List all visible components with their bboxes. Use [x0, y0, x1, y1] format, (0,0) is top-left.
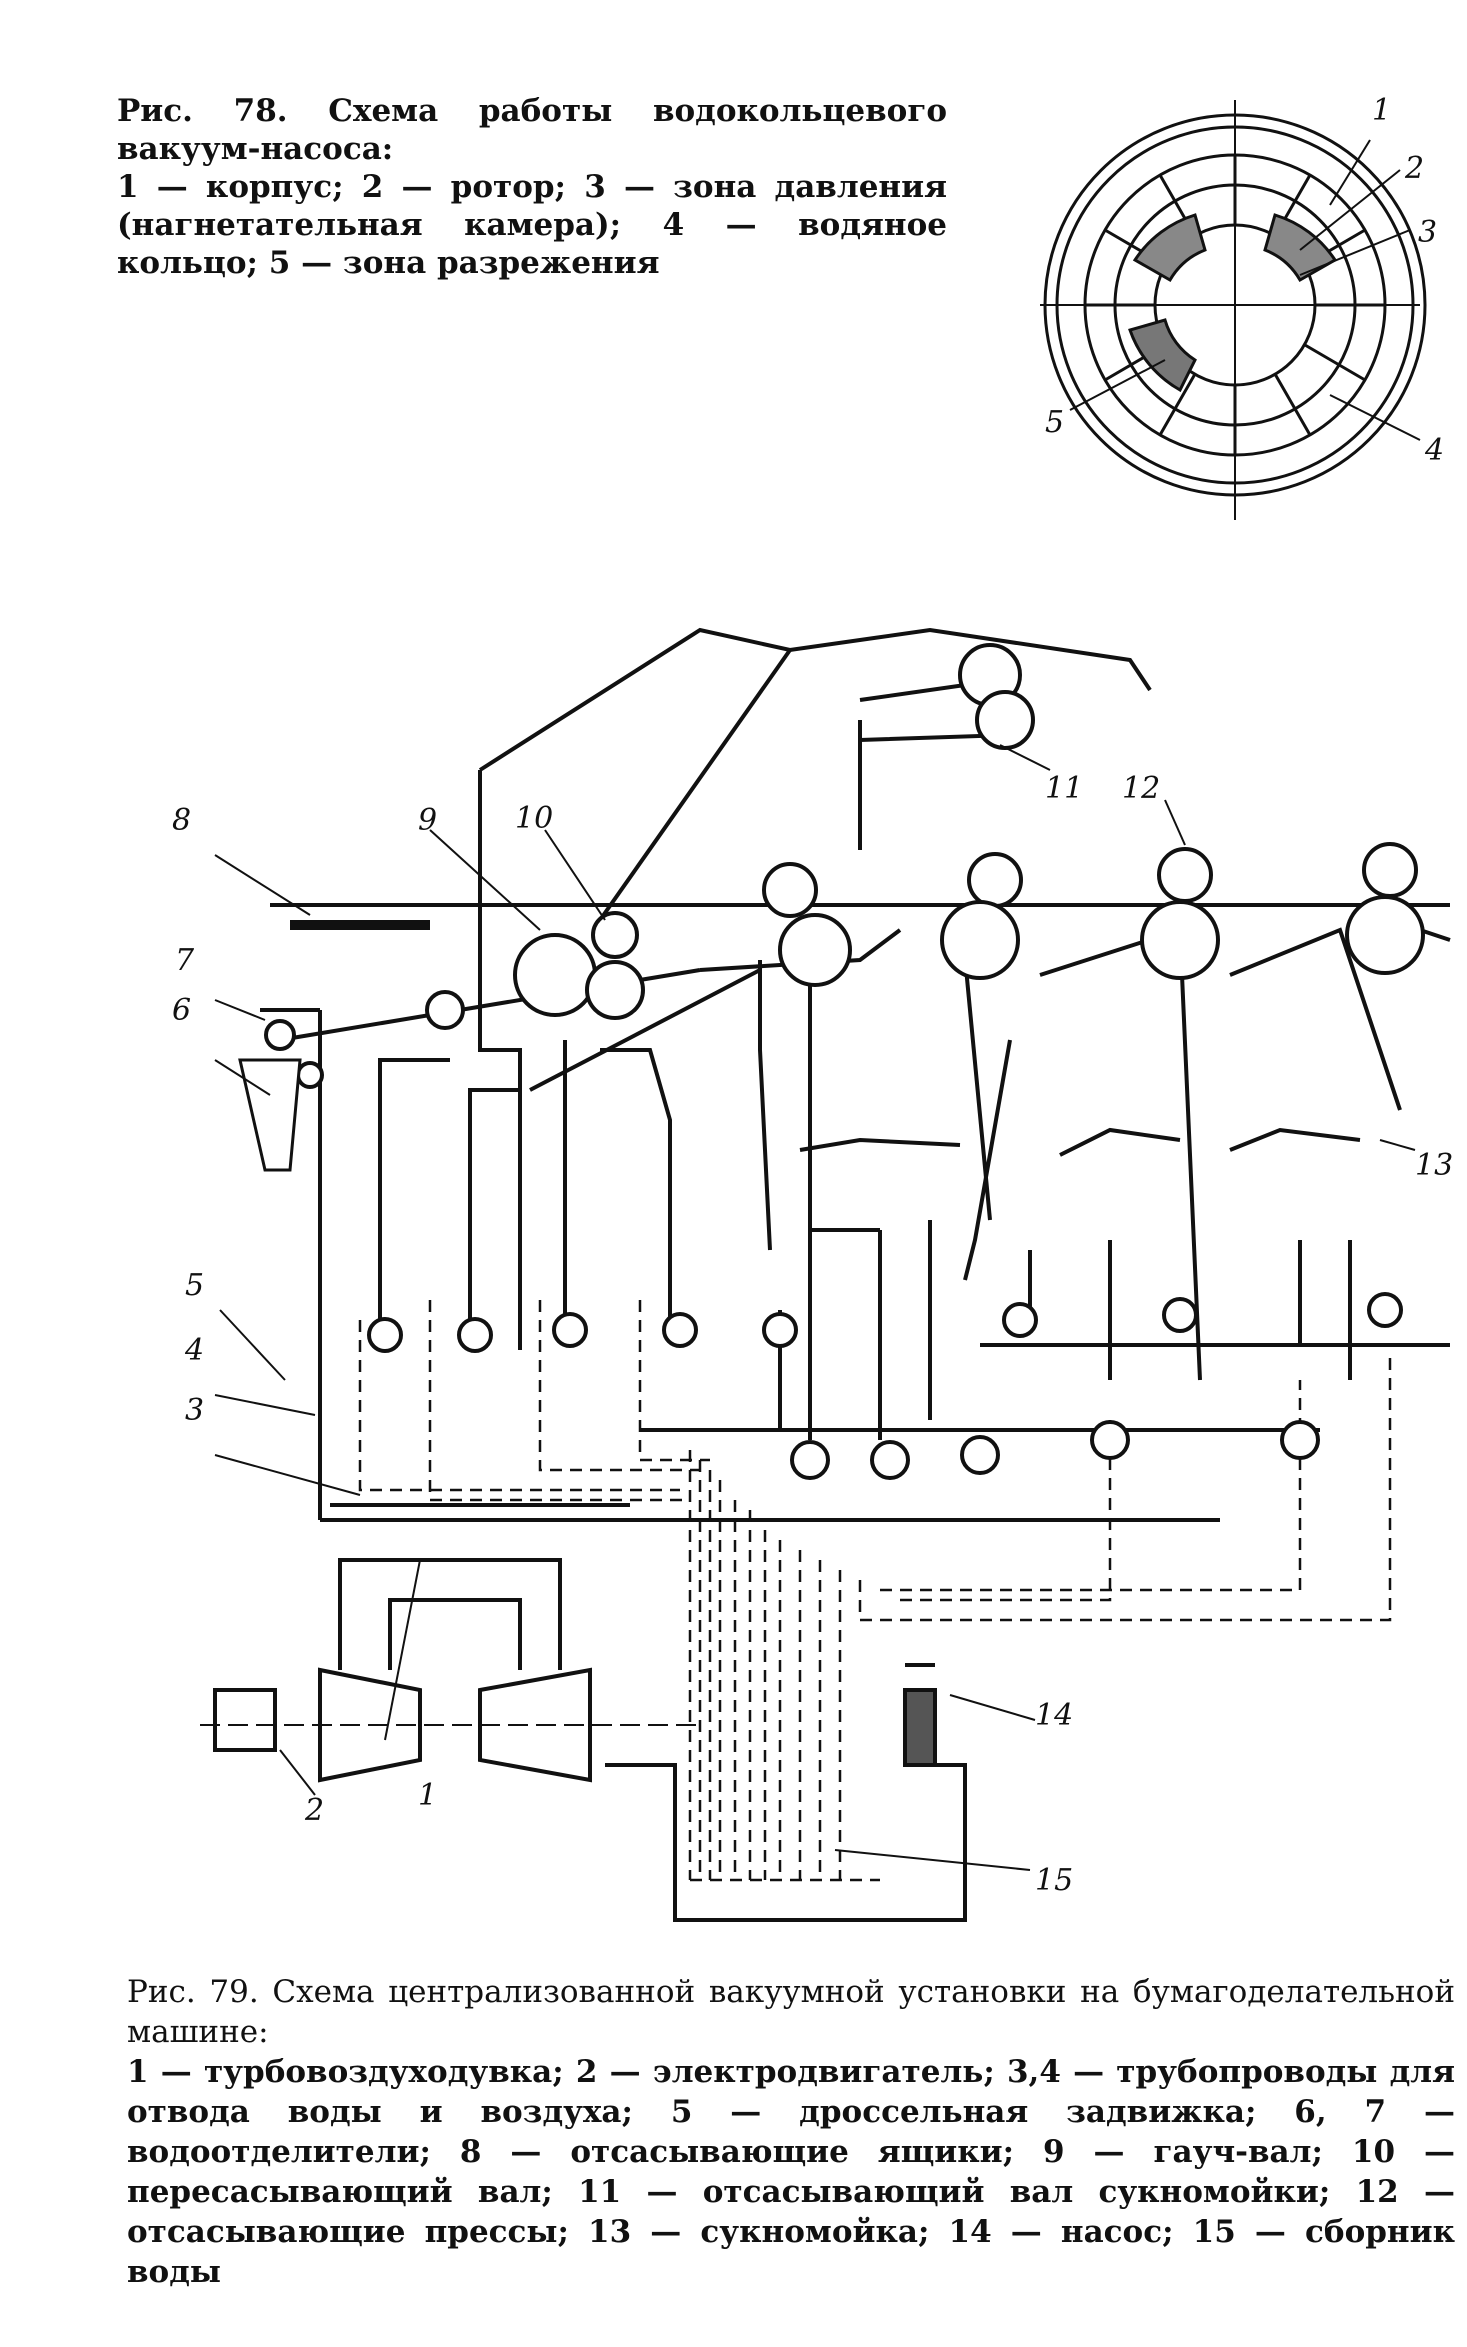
- dashed-water-pipes: [358, 1300, 1392, 1882]
- fig79-label-9: 9: [418, 803, 437, 838]
- water-collector: [605, 1763, 967, 1922]
- fig78-label-3: 3: [1418, 215, 1437, 250]
- water-separator-hopper: [238, 1058, 302, 1172]
- fig79-label-5: 5: [185, 1268, 204, 1303]
- fig79-label-12: 12: [1122, 771, 1160, 806]
- figure-78-title: Рис. 78. Схема работы водокольцевого вак…: [117, 93, 947, 167]
- fig79-label-11: 11: [1045, 771, 1083, 806]
- figure-79-title: Рис. 79. Схема централизованной вакуумно…: [127, 1974, 1455, 2050]
- turbo-blower-right: [478, 1667, 592, 1783]
- fig79-label-4: 4: [184, 1333, 204, 1368]
- fig79-label-14: 14: [1035, 1698, 1073, 1733]
- suction-press-top: [1157, 847, 1213, 903]
- figure-78-caption: Рис. 78. Схема работы водокольцевого вак…: [117, 92, 947, 282]
- pump-housing-outer: [1043, 113, 1427, 497]
- vacuum-separators: [367, 1292, 1403, 1480]
- leader-lines: [214, 744, 1416, 1871]
- fig78-label-5: 5: [1045, 405, 1064, 440]
- pressure-zone-left: [1132, 213, 1207, 283]
- fig79-label-6: 6: [172, 993, 191, 1028]
- suction-press: [1140, 900, 1220, 980]
- fig79-label-7: 7: [175, 943, 195, 978]
- fig79-label-13: 13: [1415, 1148, 1453, 1183]
- rolls: [264, 643, 1425, 1089]
- electric-motor: [213, 1688, 277, 1752]
- fig79-label-2: 2: [304, 1793, 324, 1828]
- pressure-zone-right: [1263, 213, 1338, 283]
- figure-79-drawing: [200, 627, 1451, 1922]
- fig78-label-1: 1: [1372, 93, 1391, 128]
- fig79-label-10: 10: [515, 801, 553, 836]
- rotor-blades: [1085, 155, 1385, 455]
- felt-washer-suction-roll: [975, 690, 1035, 750]
- pump-cross-section: [1040, 100, 1427, 520]
- figure-78-legend: 1 — корпус; 2 — ротор; 3 — зона давления…: [117, 169, 947, 281]
- fig78-label-2: 2: [1404, 151, 1424, 186]
- transfer-roll-top: [591, 911, 639, 959]
- couch-roll: [513, 933, 597, 1017]
- transfer-roll: [585, 960, 645, 1020]
- figure-79-caption: Рис. 79. Схема централизованной вакуумно…: [127, 1972, 1455, 2292]
- suction-zone: [1128, 318, 1197, 393]
- fig79-label-15: 15: [1035, 1863, 1073, 1898]
- water-pump: [903, 1688, 937, 1767]
- fig79-label-8: 8: [172, 803, 191, 838]
- fig79-label-1: 1: [418, 1778, 437, 1813]
- fig78-label-4: 4: [1424, 433, 1444, 468]
- felt-run-top: [478, 627, 1152, 772]
- fig79-label-3: 3: [185, 1393, 204, 1428]
- figure-79-legend: 1 — турбовоздуходувка; 2 — электродвигат…: [127, 2054, 1455, 2290]
